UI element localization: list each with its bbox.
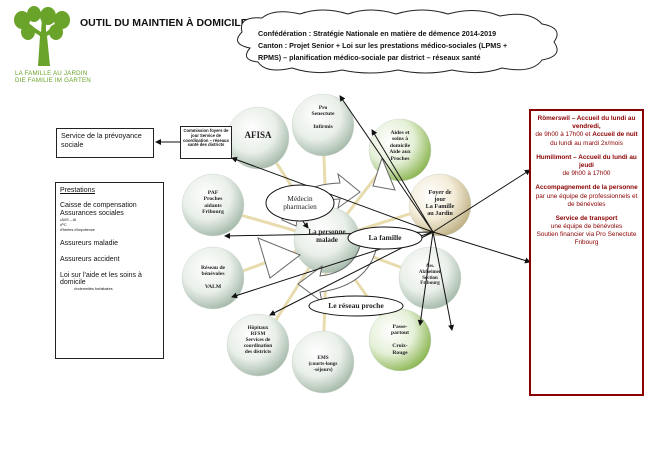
- transport-rest: une équipe de bénévoles: [550, 223, 623, 231]
- node-label-passe-partout: Passe-partout Croix-Rouge: [390, 324, 410, 356]
- node-ems: [291, 330, 355, 394]
- commission-box: Commission foyers de jour Service de coo…: [180, 126, 232, 159]
- romerswil-title: Römerswil – Accueil du lundi au vendredi…: [537, 115, 636, 131]
- prestation-subitem: •Rentes d'impotence: [60, 228, 95, 232]
- prestation-item: Assurances sociales: [60, 210, 124, 217]
- prestation-item: Caisse de compensation: [60, 202, 137, 209]
- center-label: La personne malade: [308, 228, 346, 245]
- tree-icon: [14, 6, 70, 66]
- prestation-item: Assureurs accident: [60, 256, 120, 263]
- humilimont-hours: de 9h00 à 17h00: [562, 170, 611, 178]
- service-prevoyance-box: Service de la prévoyance sociale: [56, 128, 154, 158]
- node-alzheimer: [398, 246, 462, 310]
- foyer-info-box: Römerswil – Accueil du lundi au vendredi…: [529, 109, 644, 396]
- prestation-item: Assureurs maladie: [60, 240, 118, 247]
- prestation-subitem: •PC: [60, 223, 67, 227]
- logo-name-de: DIE FAMILIE IM GARTEN: [15, 77, 91, 84]
- node-foyer-jour: [408, 173, 472, 237]
- node-paf: [181, 173, 245, 237]
- prestation-subitem: •AVS – AI: [60, 218, 77, 222]
- romerswil-hours: de 9h00 à 17h00 et Accueil de nuit du lu…: [535, 131, 638, 147]
- node-label-ems: EMS(courts-longs-séjours): [308, 355, 338, 373]
- oval-reseau-label: Le réseau proche: [328, 301, 384, 310]
- logo: LA FAMILLE AU JARDIN DIE FAMILIE IM GART…: [8, 6, 91, 84]
- accompagnement: Accompagnement de la personne par une éq…: [535, 184, 638, 208]
- prestation-item: Loi sur l'aide et les soins à domicile: [60, 272, 142, 286]
- page-title: OUTIL DU MAINTIEN À DOMICILE: [80, 17, 248, 29]
- prestations-box: Prestations Caisse de compensation Assur…: [55, 182, 164, 359]
- node-pro-senectute: [291, 93, 355, 157]
- transport-support: Soutien financier via Pro Senectute Frib…: [536, 231, 637, 247]
- node-benevoles: [181, 246, 245, 310]
- cloud-line-2: Canton : Projet Senior + Loi sur les pre…: [258, 41, 508, 50]
- oval-medecin: [265, 184, 335, 222]
- oval-famille-label: La famille: [368, 233, 402, 242]
- node-hopitaux: [226, 313, 290, 377]
- humilimont-title: Humilimont – Accueil du lundi au jeudi: [536, 153, 637, 169]
- oval-reseau: [308, 295, 404, 317]
- prestation-subitem: •Indemnités forfaitaires: [74, 287, 113, 291]
- transport-title: Service de transport: [555, 214, 618, 222]
- romerswil-night: Accueil de nuit: [592, 131, 638, 139]
- cloud-line-3: RPMS) – planification médico-sociale par…: [258, 53, 481, 62]
- logo-name-fr: LA FAMILLE AU JARDIN: [15, 70, 88, 77]
- context-cloud: [237, 9, 558, 74]
- oval-famille: [347, 226, 423, 250]
- cloud-line-1: Confédération : Stratégie Nationale en m…: [258, 29, 497, 38]
- node-label-afisa: AFISA: [244, 130, 272, 140]
- oval-medecin-label: Médecin pharmacien: [283, 195, 317, 212]
- prestations-title: Prestations: [60, 187, 96, 194]
- romerswil-night-rest: du lundi au mardi 2x/mois: [550, 139, 623, 147]
